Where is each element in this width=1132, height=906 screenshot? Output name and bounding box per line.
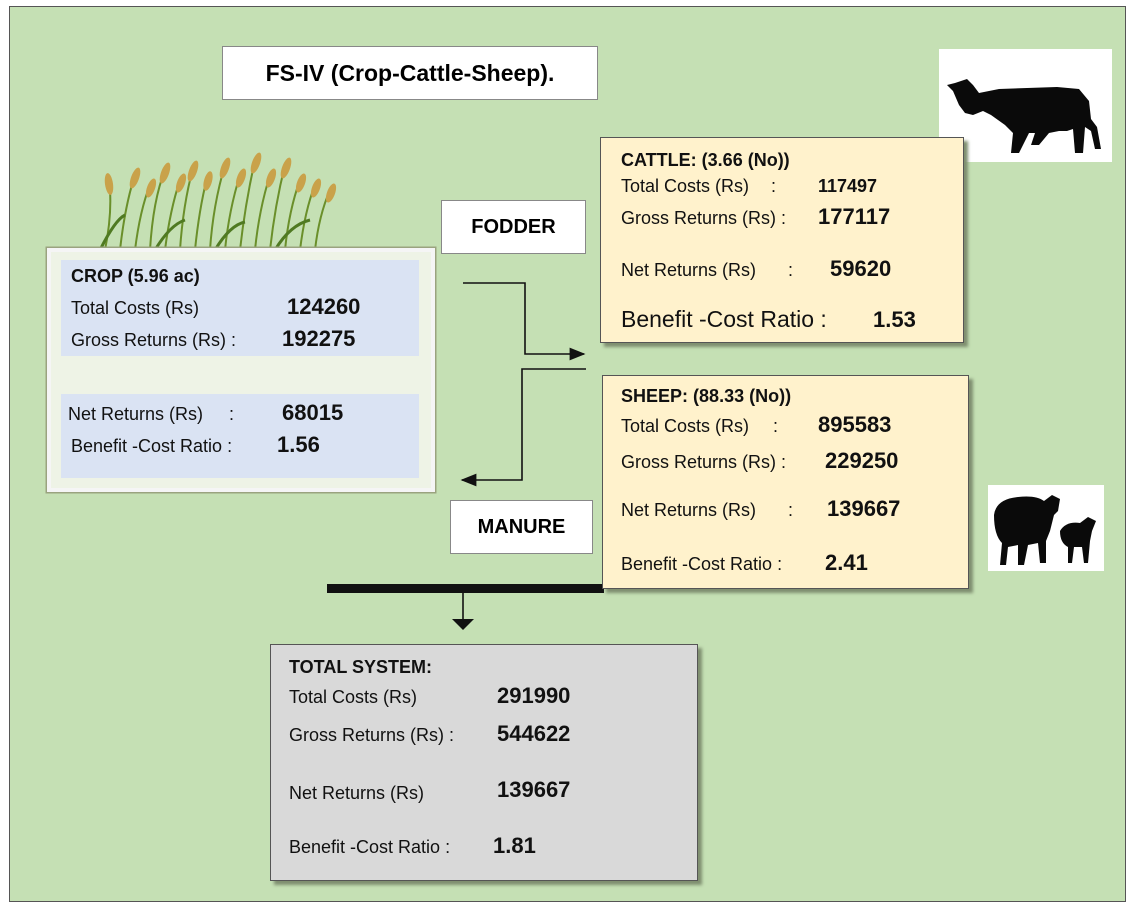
cattle-bcr-value: 1.53 xyxy=(873,307,916,333)
sheep-net-returns-value: 139667 xyxy=(827,496,900,522)
sheep-gross-returns-label: Gross Returns (Rs) : xyxy=(621,452,786,473)
crop-net-returns-text: Net Returns (Rs) xyxy=(68,404,203,424)
cattle-header-count: (3.66 (No)) xyxy=(702,150,790,170)
cattle-header: CATTLE: (3.66 (No)) xyxy=(621,150,790,171)
sheep-gross-returns-text: Gross Returns (Rs) xyxy=(621,452,776,472)
sheep-header-label: SHEEP: xyxy=(621,386,688,406)
crop-bcr-value: 1.56 xyxy=(277,432,320,458)
cattle-net-returns-value: 59620 xyxy=(830,256,891,282)
total-panel: TOTAL SYSTEM: Total Costs (Rs) 291990 Gr… xyxy=(270,644,698,881)
total-gross-returns-label: Gross Returns (Rs) : xyxy=(289,725,454,746)
crop-total-costs-label: Total Costs (Rs) xyxy=(71,298,199,319)
cattle-gross-returns-text: Gross Returns (Rs) xyxy=(621,208,776,228)
sheep-bcr-label: Benefit -Cost Ratio : xyxy=(621,554,782,575)
sheep-gross-returns-value: 229250 xyxy=(825,448,898,474)
crop-gross-returns-value: 192275 xyxy=(282,326,355,352)
cattle-net-returns-text: Net Returns (Rs) xyxy=(621,260,756,280)
total-net-returns-label: Net Returns (Rs) xyxy=(289,783,424,804)
fodder-label: FODDER xyxy=(441,200,586,254)
crop-gross-returns-label: Gross Returns (Rs) : xyxy=(71,330,236,351)
manure-text: MANURE xyxy=(478,516,566,539)
sheep-total-costs-label: Total Costs (Rs): xyxy=(621,416,778,437)
cattle-gross-returns-value: 177117 xyxy=(818,204,890,230)
total-bcr-text: Benefit -Cost Ratio xyxy=(289,837,440,857)
cattle-bcr-text: Benefit -Cost Ratio xyxy=(621,306,814,332)
sheep-total-costs-text: Total Costs (Rs) xyxy=(621,416,749,436)
sheep-panel: SHEEP: (88.33 (No)) Total Costs (Rs): 89… xyxy=(602,375,969,589)
crop-bcr-text: Benefit -Cost Ratio xyxy=(71,436,222,456)
cattle-gross-returns-label: Gross Returns (Rs) : xyxy=(621,208,786,229)
crop-illustration xyxy=(95,150,340,250)
cattle-panel: CATTLE: (3.66 (No)) Total Costs (Rs): 11… xyxy=(600,137,964,343)
crop-gross-returns-text: Gross Returns (Rs) xyxy=(71,330,226,350)
total-gross-returns-text: Gross Returns (Rs) xyxy=(289,725,444,745)
sheep-header-count: (88.33 (No)) xyxy=(693,386,791,406)
total-net-returns-value: 139667 xyxy=(497,777,570,803)
sheep-header: SHEEP: (88.33 (No)) xyxy=(621,386,791,407)
crop-net-returns-value: 68015 xyxy=(282,400,343,426)
total-total-costs-value: 291990 xyxy=(497,683,570,709)
cow-icon xyxy=(939,49,1112,162)
crop-bcr-label: Benefit -Cost Ratio : xyxy=(71,436,232,457)
crop-net-returns-label: Net Returns (Rs): xyxy=(68,404,234,425)
total-gross-returns-value: 544622 xyxy=(497,721,570,747)
total-bcr-value: 1.81 xyxy=(493,833,536,859)
cattle-total-costs-value: 117497 xyxy=(818,176,877,197)
total-bcr-label: Benefit -Cost Ratio : xyxy=(289,837,450,858)
sheep-net-returns-label: Net Returns (Rs): xyxy=(621,500,793,521)
total-total-costs-label: Total Costs (Rs) xyxy=(289,687,417,708)
crop-header: CROP (5.96 ac) xyxy=(71,266,200,287)
sheep-net-returns-text: Net Returns (Rs) xyxy=(621,500,756,520)
manure-label: MANURE xyxy=(450,500,593,554)
wheat-stalks-icon xyxy=(100,151,338,250)
sheep-picture xyxy=(988,485,1104,571)
total-header: TOTAL SYSTEM: xyxy=(289,657,432,678)
sheep-icon xyxy=(988,485,1104,571)
sheep-bcr-text: Benefit -Cost Ratio xyxy=(621,554,772,574)
sheep-total-costs-value: 895583 xyxy=(818,412,891,438)
fodder-text: FODDER xyxy=(466,216,562,238)
sheep-bcr-value: 2.41 xyxy=(825,550,868,576)
crop-total-costs-value: 124260 xyxy=(287,294,360,320)
crop-panel: CROP (5.96 ac) Total Costs (Rs) 124260 G… xyxy=(47,248,435,492)
cattle-total-costs-text: Total Costs (Rs) xyxy=(621,176,749,196)
cattle-header-label: CATTLE: xyxy=(621,150,697,170)
diagram-title: FS-IV (Crop-Cattle-Sheep). xyxy=(222,46,598,100)
cow-picture xyxy=(939,49,1112,162)
cattle-net-returns-label: Net Returns (Rs): xyxy=(621,260,793,281)
cattle-bcr-label: Benefit -Cost Ratio : xyxy=(621,306,827,333)
cattle-total-costs-label: Total Costs (Rs): xyxy=(621,176,776,197)
